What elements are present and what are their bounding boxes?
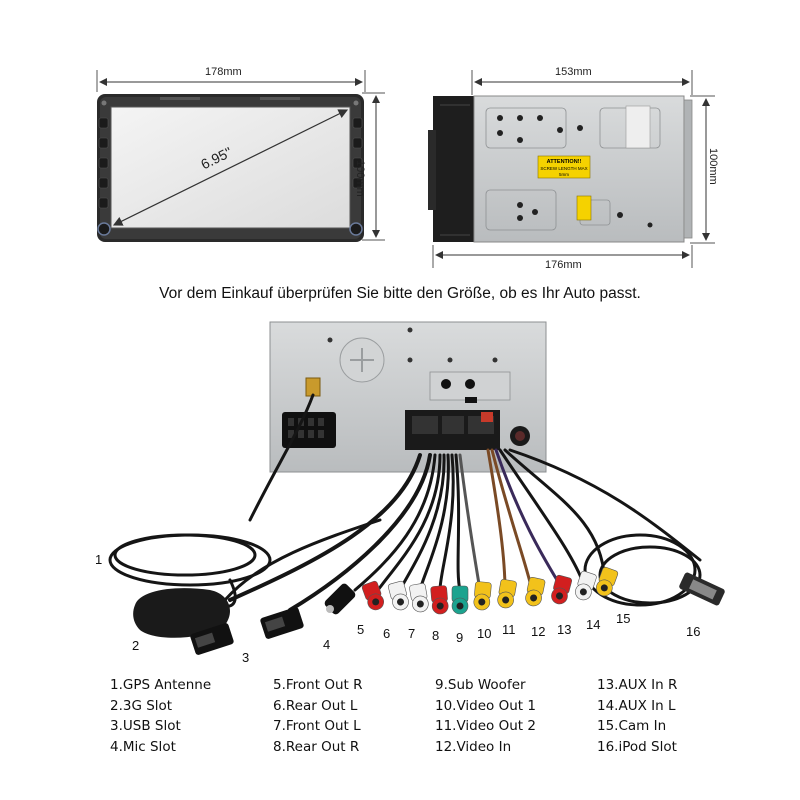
callout-2: 2 — [132, 638, 140, 653]
rca-plug — [361, 580, 384, 611]
head-unit-front — [97, 94, 364, 242]
legend-column-2: 5.Front Out R 6.Rear Out L 7.Front Out L… — [273, 675, 362, 757]
usb-connectors — [190, 607, 304, 655]
callout-15: 15 — [616, 611, 631, 626]
callout-16: 16 — [686, 624, 701, 639]
legend-item: 6.Rear Out L — [273, 697, 358, 714]
rca-plug — [575, 570, 597, 601]
ipod-connector — [679, 572, 725, 606]
legend-item: 12.Video In — [435, 738, 512, 755]
front-height-label: 100mm — [354, 160, 366, 197]
rear-top-width-label: 153mm — [555, 66, 592, 78]
rca-plug — [551, 574, 573, 605]
rca-plug — [497, 579, 517, 609]
front-width-label: 178mm — [205, 66, 242, 78]
callout-8: 8 — [432, 628, 440, 643]
callout-3: 3 — [242, 650, 250, 665]
rear-top-dimension — [471, 70, 693, 95]
legend-item: 13.AUX In R — [597, 677, 678, 693]
callout-11: 11 — [502, 622, 516, 637]
legend-item: 9.Sub Woofer — [435, 677, 526, 693]
rca-plug — [596, 566, 619, 597]
legend-item: 3.USB Slot — [110, 718, 181, 734]
callout-9: 9 — [456, 630, 464, 645]
legend-item: 15.Cam In — [597, 718, 667, 734]
legend-item: 1.GPS Antenne — [110, 677, 212, 693]
legend-item: 8.Rear Out R — [273, 738, 360, 755]
head-unit-back-panel — [269, 321, 547, 473]
legend-item: 10.Video Out 1 — [435, 697, 536, 714]
callout-5: 5 — [357, 622, 365, 637]
callout-4: 4 — [323, 637, 331, 652]
sticker-line-2: SCREW LENGTH MAX — [540, 166, 587, 171]
rca-plug — [451, 585, 469, 615]
rca-plug — [430, 585, 449, 615]
rear-height-dimension — [690, 95, 715, 244]
legend-item: 14.AUX In L — [597, 697, 676, 714]
legend-column-1: 1.GPS Antenne 2.3G Slot 3.USB Slot 4.Mic… — [110, 675, 211, 757]
rca-plug — [473, 581, 492, 611]
callout-13: 13 — [557, 622, 572, 637]
front-width-dimension — [96, 70, 366, 92]
callout-10: 10 — [477, 626, 492, 641]
legend-item: 7.Front Out L — [273, 718, 361, 734]
callout-12: 12 — [531, 624, 546, 639]
rca-plug — [409, 583, 429, 613]
mic-connector — [324, 583, 356, 615]
rear-height-label: 100mm — [707, 148, 719, 185]
legend-column-4: 13.AUX In R 14.AUX In L 15.Cam In 16.iPo… — [597, 675, 677, 757]
rca-plug — [525, 576, 546, 607]
head-unit-side: ATTENTION!! SCREW LENGTH MAX 5mm — [428, 95, 693, 243]
legend-item: 11.Video Out 2 — [435, 718, 536, 734]
legend-item: 4.Mic Slot — [110, 738, 176, 755]
callout-7: 7 — [408, 626, 416, 641]
legend-item: 16.iPod Slot — [597, 738, 677, 755]
legend-column-3: 9.Sub Woofer 10.Video Out 1 11.Video Out… — [435, 675, 536, 757]
cable-bundle — [108, 393, 702, 612]
sticker-line-1: ATTENTION!! — [547, 159, 582, 165]
callout-6: 6 — [383, 626, 391, 641]
legend-item: 2.3G Slot — [110, 697, 173, 714]
rear-bottom-width-label: 176mm — [545, 259, 582, 271]
callout-14: 14 — [586, 617, 601, 632]
gps-antenna-puck — [133, 588, 230, 638]
rca-connectors — [361, 566, 619, 615]
fit-check-caption: Vor dem Einkauf überprüfen Sie bitte den… — [159, 285, 641, 302]
sticker-line-3: 5mm — [559, 172, 569, 177]
front-height-dimension — [362, 92, 385, 241]
rear-bottom-dimension — [432, 245, 693, 268]
callout-1: 1 — [95, 552, 103, 567]
rca-plug — [387, 580, 409, 611]
legend-item: 5.Front Out R — [273, 677, 363, 693]
